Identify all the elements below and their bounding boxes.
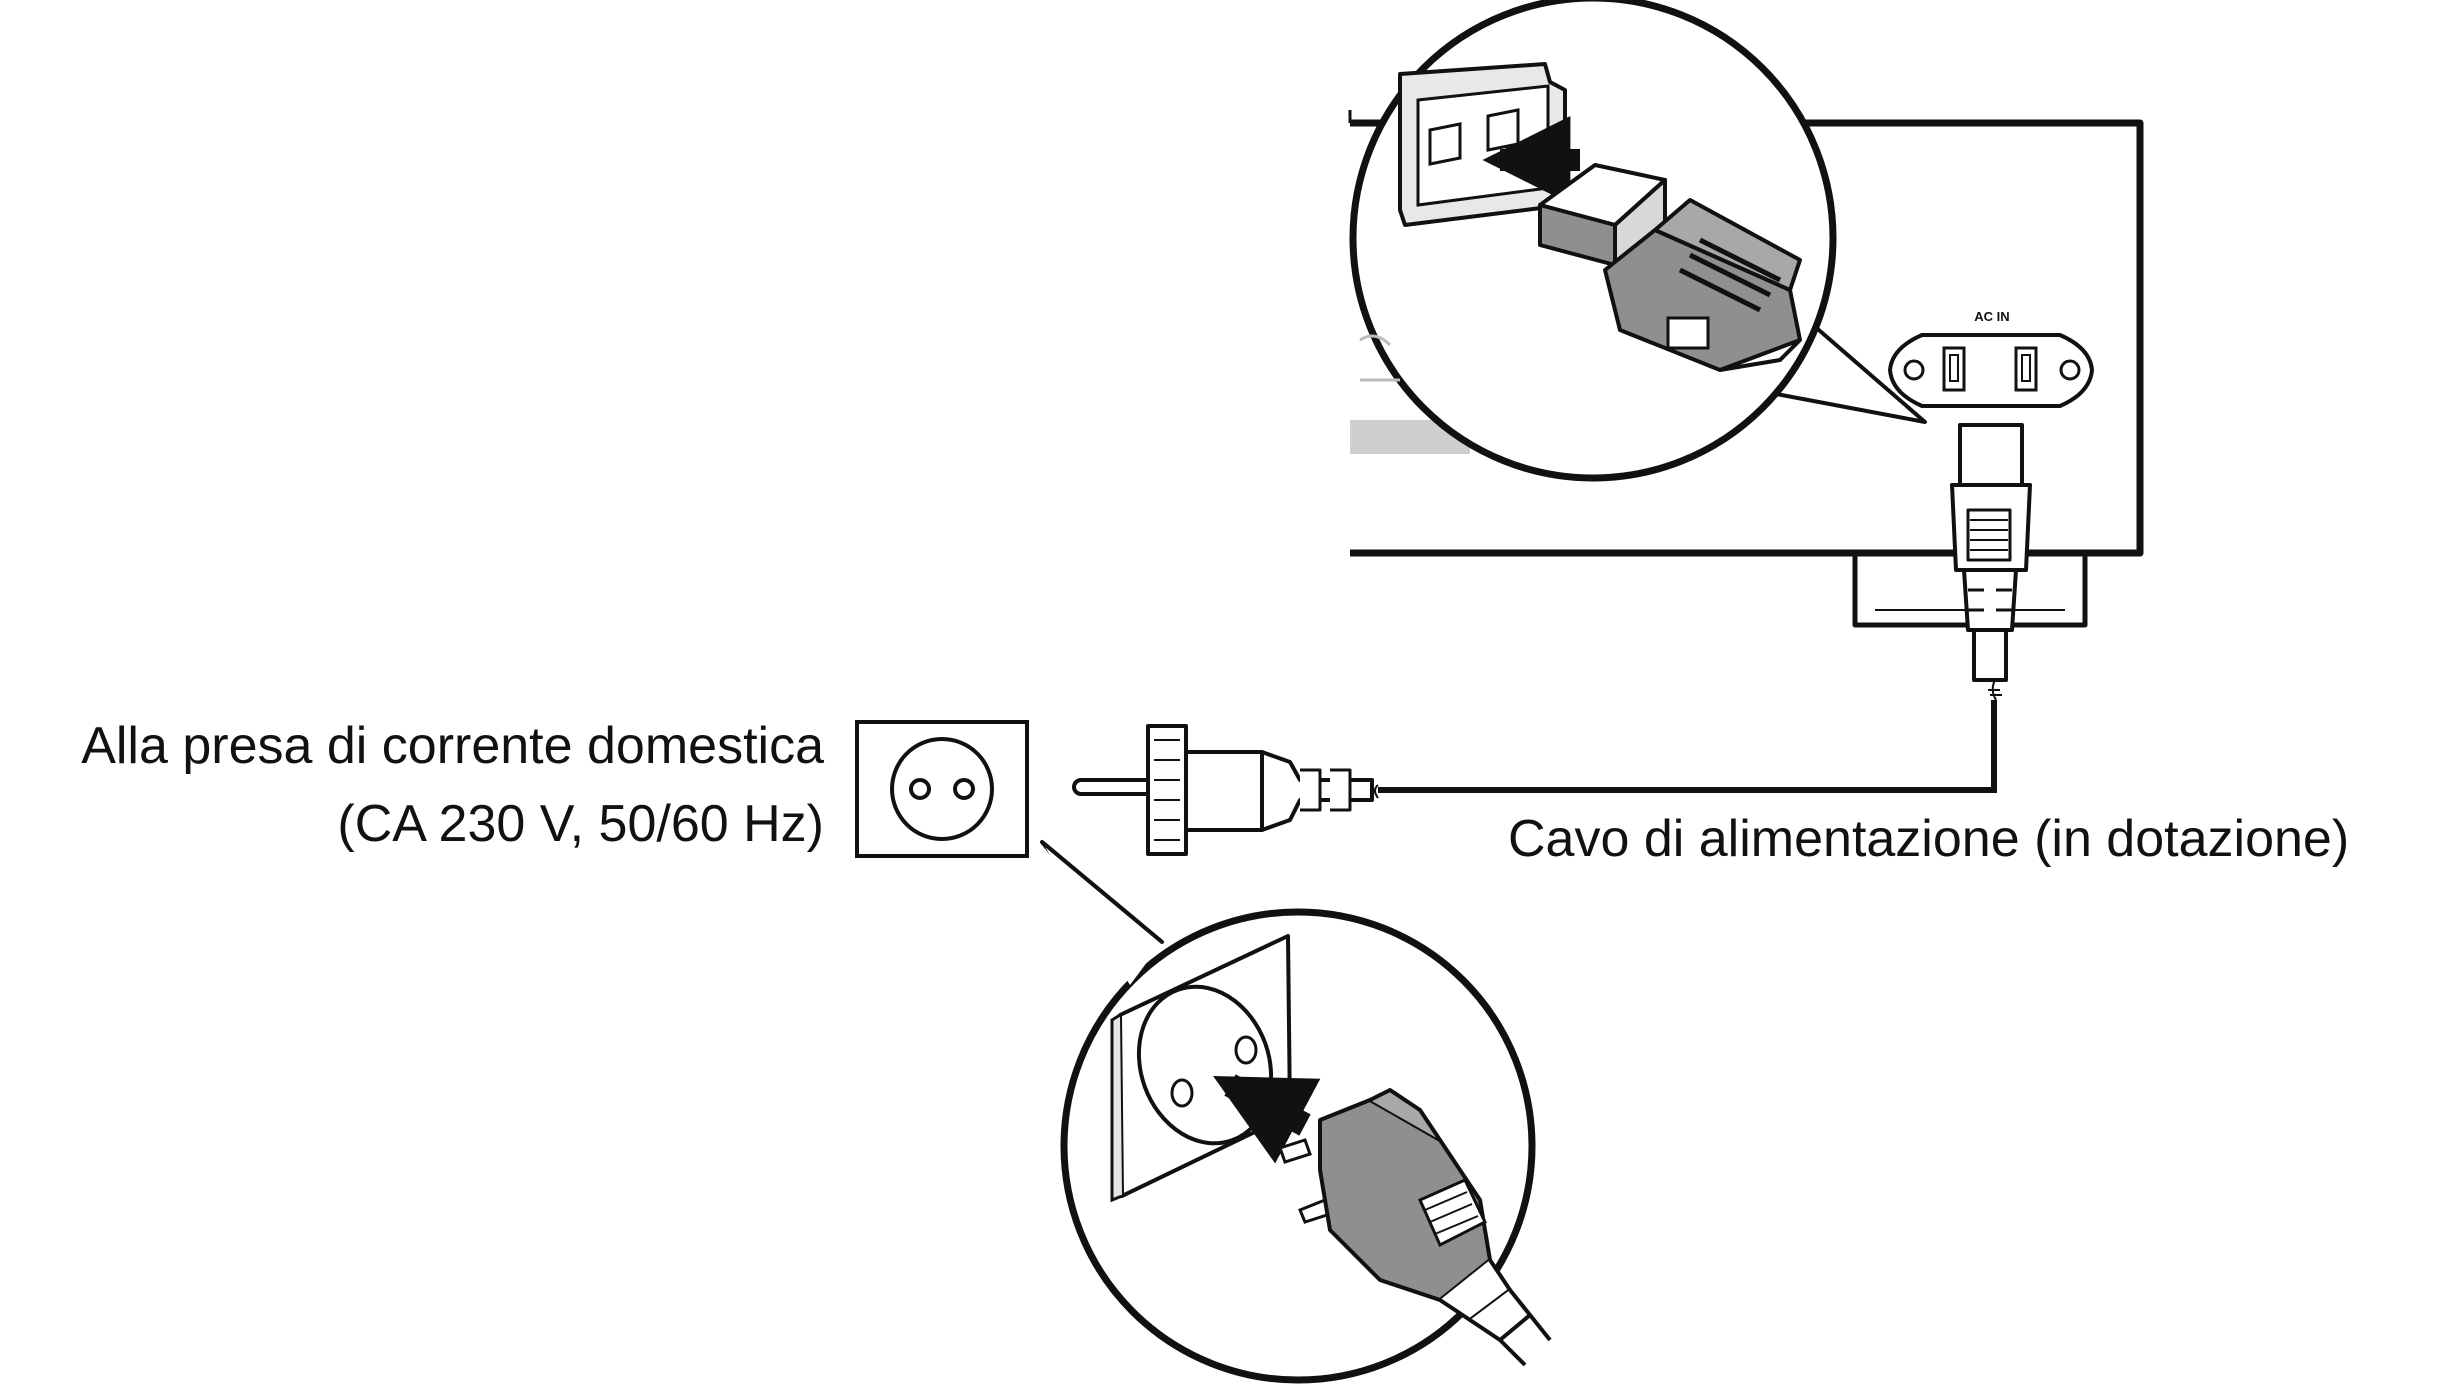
outlet-label-line1: Alla presa di corrente domestica [81, 717, 824, 775]
ac-in-inlet: AC IN [1887, 309, 2095, 408]
inlet-magnified-callout [1349, 0, 1927, 482]
wall-outlet [855, 720, 1029, 858]
iec-connector-on-panel [1950, 423, 2032, 682]
power-cable-label: Cavo di alimentazione (in dotazione) [1508, 810, 2350, 868]
schuko-plug-side [1072, 724, 1374, 856]
power-cable [1374, 679, 2002, 799]
ac-in-label: AC IN [1974, 309, 2009, 324]
outlet-label-line2: (CA 230 V, 50/60 Hz) [337, 795, 824, 853]
outlet-magnified-callout [1040, 840, 1552, 1384]
